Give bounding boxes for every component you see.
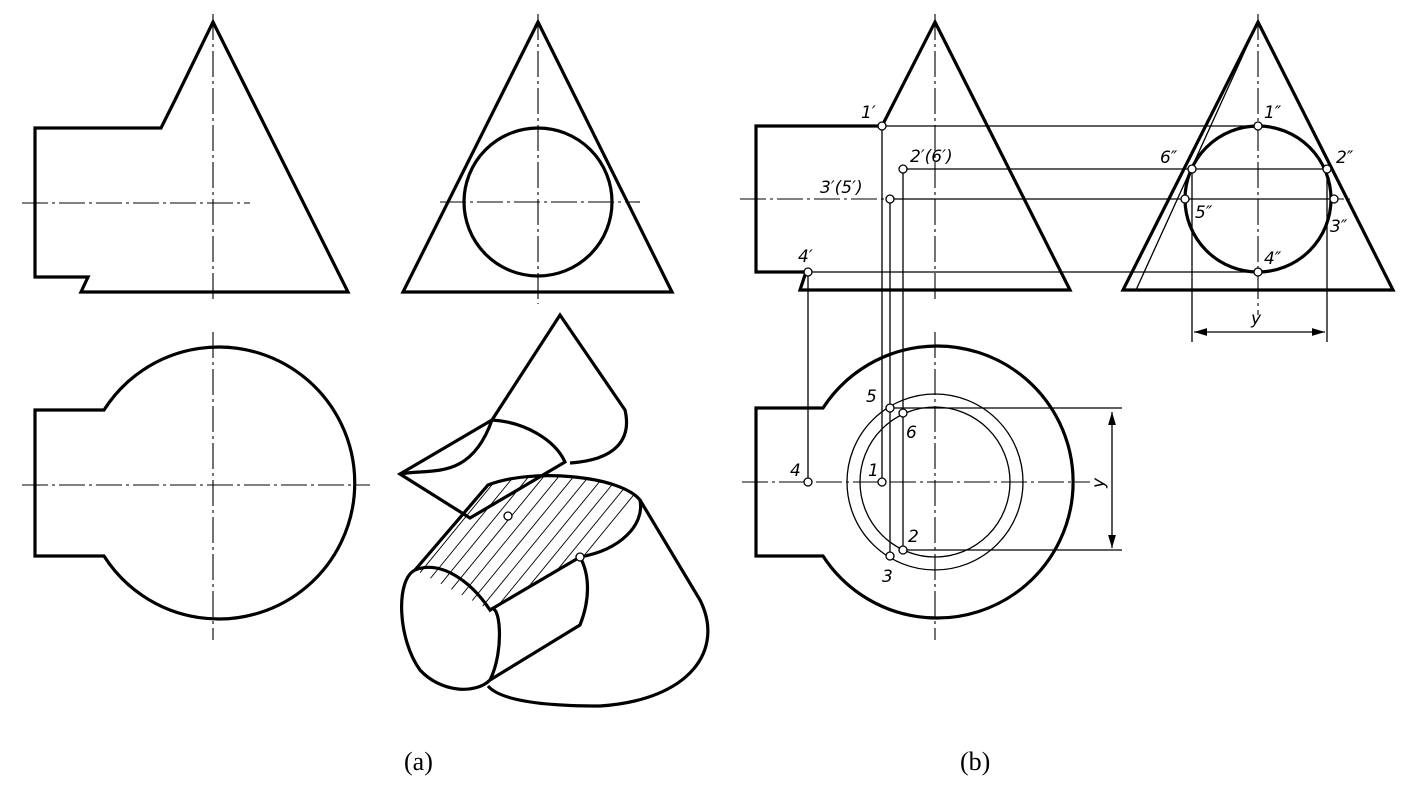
- label-4-top: 4: [790, 461, 801, 481]
- pictorial-upper-piece-face: [399, 419, 494, 476]
- label-1-top: 1: [868, 461, 879, 481]
- label-5-top: 5: [866, 387, 877, 407]
- a-top-view: [22, 332, 370, 640]
- b-front-view: [740, 14, 1073, 302]
- point-1-top: [877, 477, 887, 487]
- pictorial-point-a: [503, 511, 513, 521]
- point-4-top: [803, 477, 813, 487]
- a-front-view: [22, 14, 351, 302]
- a-top-outline: [33, 345, 357, 621]
- label-2-top: 2: [908, 527, 919, 547]
- pictorial-upper-piece: [396, 418, 568, 520]
- b-front-outline: [754, 18, 1073, 292]
- b-top-outline: [754, 344, 1075, 620]
- caption-a: (a): [404, 747, 433, 776]
- label-4-side: 4″: [1264, 249, 1282, 269]
- label-1-side: 1″: [1264, 103, 1282, 123]
- b-side-auxiliary-slant: [1135, 21, 1259, 291]
- caption-b: (b): [960, 747, 990, 776]
- point-26-front: [898, 164, 908, 174]
- b-top-view: [742, 332, 1090, 640]
- label-3-top: 3: [882, 567, 893, 587]
- pictorial-cone-tip: [490, 312, 629, 465]
- point-5-top: [885, 403, 895, 413]
- label-35-front: 3′(5′): [820, 178, 863, 198]
- label-2-side: 2″: [1336, 148, 1354, 168]
- point-6-top: [898, 408, 908, 418]
- projection-points: [803, 121, 1339, 561]
- pictorial-section-hatching: [415, 475, 641, 610]
- pictorial-lower-cylinder-edge: [489, 556, 590, 682]
- pictorial-cone-body: [486, 499, 710, 708]
- point-1-side: [1253, 121, 1263, 131]
- projection-lines: [807, 125, 1334, 556]
- point-6-side: [1187, 164, 1197, 174]
- label-y-top: y: [1089, 477, 1109, 489]
- a-front-outline: [33, 18, 351, 294]
- point-5-side: [1180, 194, 1190, 204]
- label-5-side: 5″: [1195, 203, 1213, 223]
- pictorial-point-b: [575, 552, 585, 562]
- point-4-side: [1253, 267, 1263, 277]
- point-labels: 1′ 2′(6′) 3′(5′) 4′ 1″ 2″ 6″ 5″ 3″ 4″ y …: [790, 103, 1354, 587]
- point-2-top: [898, 545, 908, 555]
- label-6-top: 6: [906, 423, 917, 443]
- pictorial-section-outline: [413, 474, 643, 612]
- point-1-front: [877, 121, 887, 131]
- point-3-side: [1329, 194, 1339, 204]
- point-4-front: [803, 267, 813, 277]
- a-side-view: [400, 14, 675, 304]
- pictorial-lower-cylinder-end: [400, 565, 501, 691]
- label-26-front: 2′(6′): [910, 147, 953, 167]
- point-3-top: [885, 551, 895, 561]
- label-6-side: 6″: [1160, 148, 1178, 168]
- label-3-side: 3″: [1330, 217, 1348, 237]
- label-1-front: 1′: [861, 103, 876, 123]
- label-y-side: y: [1250, 309, 1262, 329]
- point-2-side: [1322, 164, 1332, 174]
- point-35-front: [885, 194, 895, 204]
- a-pictorial-view: [396, 312, 710, 708]
- label-4-front: 4′: [798, 247, 813, 267]
